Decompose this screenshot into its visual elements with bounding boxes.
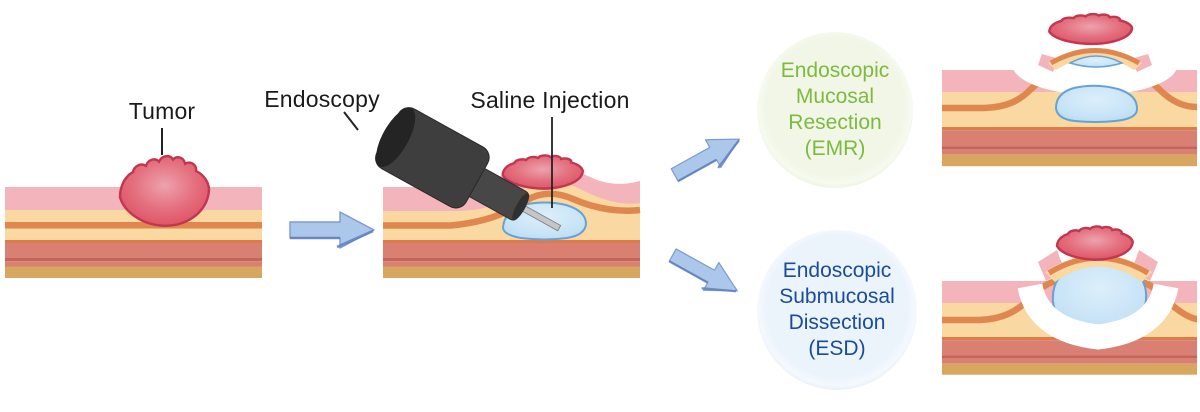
tissue-block-emr-result: [942, 12, 1198, 167]
flow-arrow-right: [288, 210, 376, 250]
tissue-block-esd-result: [942, 225, 1198, 375]
emr-circle: Endoscopic Mucosal Resection (EMR): [757, 32, 913, 188]
endoscopy-pointer-line: [343, 111, 359, 131]
tissue-block-tumor: [5, 154, 262, 278]
flow-arrow-emr: [665, 124, 749, 190]
esd-line-4: (ESD): [808, 337, 866, 360]
esd-line-3: Dissection: [788, 311, 886, 334]
esd-line-1: Endoscopic: [782, 259, 892, 282]
esd-line-2: Submucosal: [779, 285, 895, 308]
tumor-label: Tumor: [128, 98, 196, 124]
saline-injection-label: Saline Injection: [470, 87, 630, 113]
emr-line-3: Resection: [788, 111, 882, 134]
emr-line-1: Endoscopic: [780, 59, 890, 82]
flow-arrow-esd: [663, 240, 747, 306]
esd-circle: Endoscopic Submucosal Dissection (ESD): [757, 230, 917, 390]
endoscope: [375, 107, 562, 232]
emr-line-2: Mucosal: [795, 85, 875, 108]
emr-line-4: (EMR): [804, 137, 866, 160]
endoscopy-label: Endoscopy: [264, 86, 380, 112]
